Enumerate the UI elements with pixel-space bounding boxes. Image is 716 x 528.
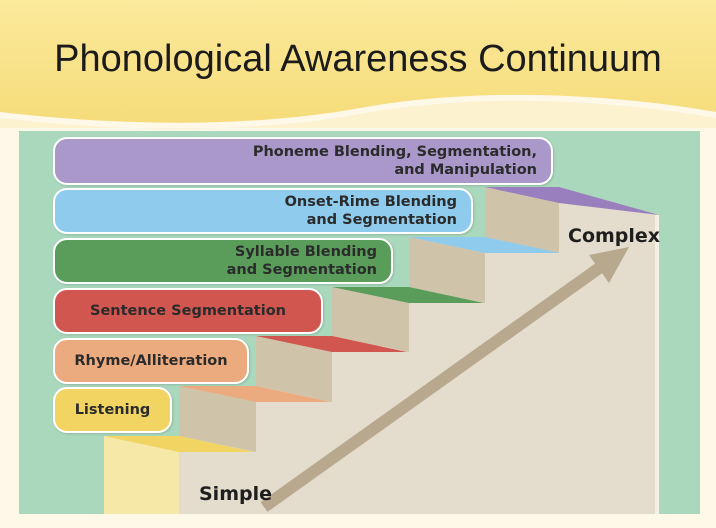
level-onset: Onset-Rime Blending and Segmentation (53, 188, 473, 234)
tread-listening (104, 436, 254, 452)
riser-4 (332, 287, 409, 352)
level-listening: Listening (53, 387, 172, 433)
level-sentence-text: Sentence Segmentation (90, 303, 286, 319)
level-onset-line1: Onset-Rime Blending (284, 194, 457, 210)
level-phoneme-line1: Phoneme Blending, Segmentation, (252, 144, 537, 160)
level-sentence: Sentence Segmentation (53, 288, 323, 334)
level-phoneme-line2: and Manipulation (394, 162, 537, 178)
level-phoneme: Phoneme Blending, Segmentation, and Mani… (53, 137, 553, 185)
staircase-side (655, 215, 659, 514)
level-syllable-line2: and Segmentation (226, 262, 377, 278)
riser-3 (256, 336, 332, 402)
continuum-diagram: Listening Rhyme/Alliteration Sentence Se… (19, 131, 700, 514)
riser-2 (179, 386, 256, 452)
tread-rhyme (179, 386, 331, 402)
complex-label: Complex (568, 225, 661, 247)
progress-arrow (260, 247, 629, 512)
level-syllable: Syllable Blending and Segmentation (53, 238, 393, 284)
staircase-graphic (104, 187, 659, 514)
tread-phoneme (485, 187, 659, 215)
level-rhyme-text: Rhyme/Alliteration (74, 353, 228, 369)
level-onset-line2: and Segmentation (306, 212, 457, 228)
level-rhyme: Rhyme/Alliteration (53, 338, 249, 384)
riser-6 (485, 187, 559, 253)
simple-label: Simple (199, 483, 272, 505)
tread-onset (409, 237, 560, 253)
tread-sentence (256, 336, 407, 352)
slide-title: Phonological Awareness Continuum (54, 38, 662, 80)
level-syllable-line1: Syllable Blending (234, 244, 377, 260)
tread-syllable (332, 287, 484, 303)
riser-1 (104, 436, 179, 514)
level-listening-text: Listening (74, 402, 151, 418)
riser-5 (409, 237, 485, 303)
